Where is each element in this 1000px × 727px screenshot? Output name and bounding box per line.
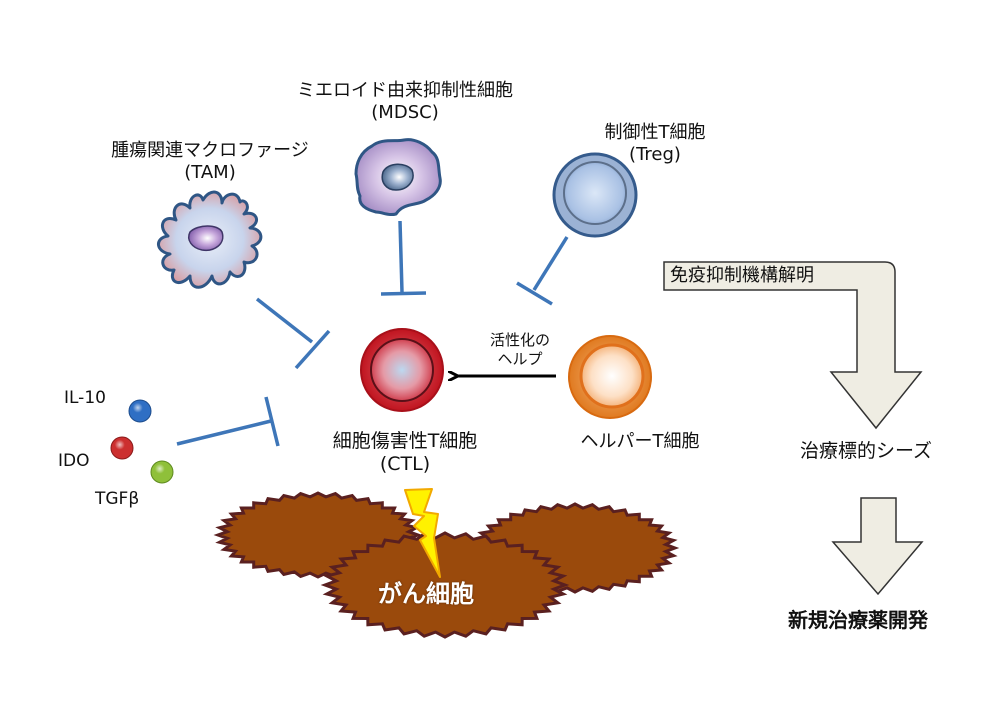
lightning-icon	[404, 488, 441, 578]
ctl-label: 細胞傷害性T細胞 (CTL)	[290, 430, 520, 476]
ctl-name: 細胞傷害性T細胞	[332, 430, 478, 452]
treg-cell-icon	[552, 152, 638, 238]
mdsc-label: ミエロイド由来抑制性細胞 (MDSC)	[260, 80, 550, 124]
ido-molecule-icon	[110, 436, 134, 460]
mdsc-inhibition-line	[380, 220, 427, 296]
help-arrow-label: 活性化の ヘルプ	[470, 331, 570, 369]
tam-cell-icon	[157, 190, 263, 289]
tam-label: 腫瘍関連マクロファージ (TAM)	[70, 140, 350, 184]
mdsc-name: ミエロイド由来抑制性細胞	[297, 80, 513, 101]
helper-t-cell-icon	[568, 335, 652, 419]
treg-name: 制御性T細胞	[604, 122, 706, 143]
flow-step2-label: 治療標的シーズ	[800, 440, 933, 462]
flow-arrow-bent	[663, 261, 923, 430]
tgfb-label: TGFβ	[95, 489, 140, 509]
il10-molecule-icon	[128, 399, 152, 423]
help-arrow-line2: ヘルプ	[497, 350, 543, 368]
cancer-cells	[213, 491, 680, 639]
tam-abbr: (TAM)	[184, 162, 236, 183]
mdsc-abbr: (MDSC)	[371, 102, 439, 123]
tam-name: 腫瘍関連マクロファージ	[111, 140, 309, 161]
ido-label: IDO	[58, 451, 90, 471]
factors-inhibition-line	[176, 396, 280, 447]
tgfb-molecule-icon	[150, 460, 174, 484]
help-arrow-line1: 活性化の	[489, 331, 550, 349]
cancer-cell-label: がん細胞	[378, 580, 474, 608]
treg-inhibition-line	[516, 236, 569, 306]
flow-step1-label: 免疫抑制機構解明	[670, 265, 814, 286]
flow-arrow-down	[831, 497, 924, 596]
tam-inhibition-line	[255, 297, 331, 370]
ctl-abbr: (CTL)	[379, 453, 431, 475]
il10-label: IL-10	[64, 388, 106, 408]
flow-step3-label: 新規治療薬開発	[788, 608, 928, 632]
cancer-cell-center	[320, 531, 570, 639]
treg-abbr: (Treg)	[629, 144, 681, 165]
treg-label: 制御性T細胞 (Treg)	[580, 122, 730, 166]
ctl-cell-icon	[360, 328, 444, 412]
mdsc-cell-icon	[354, 138, 442, 217]
helper-t-label: ヘルパーT細胞	[580, 431, 700, 452]
